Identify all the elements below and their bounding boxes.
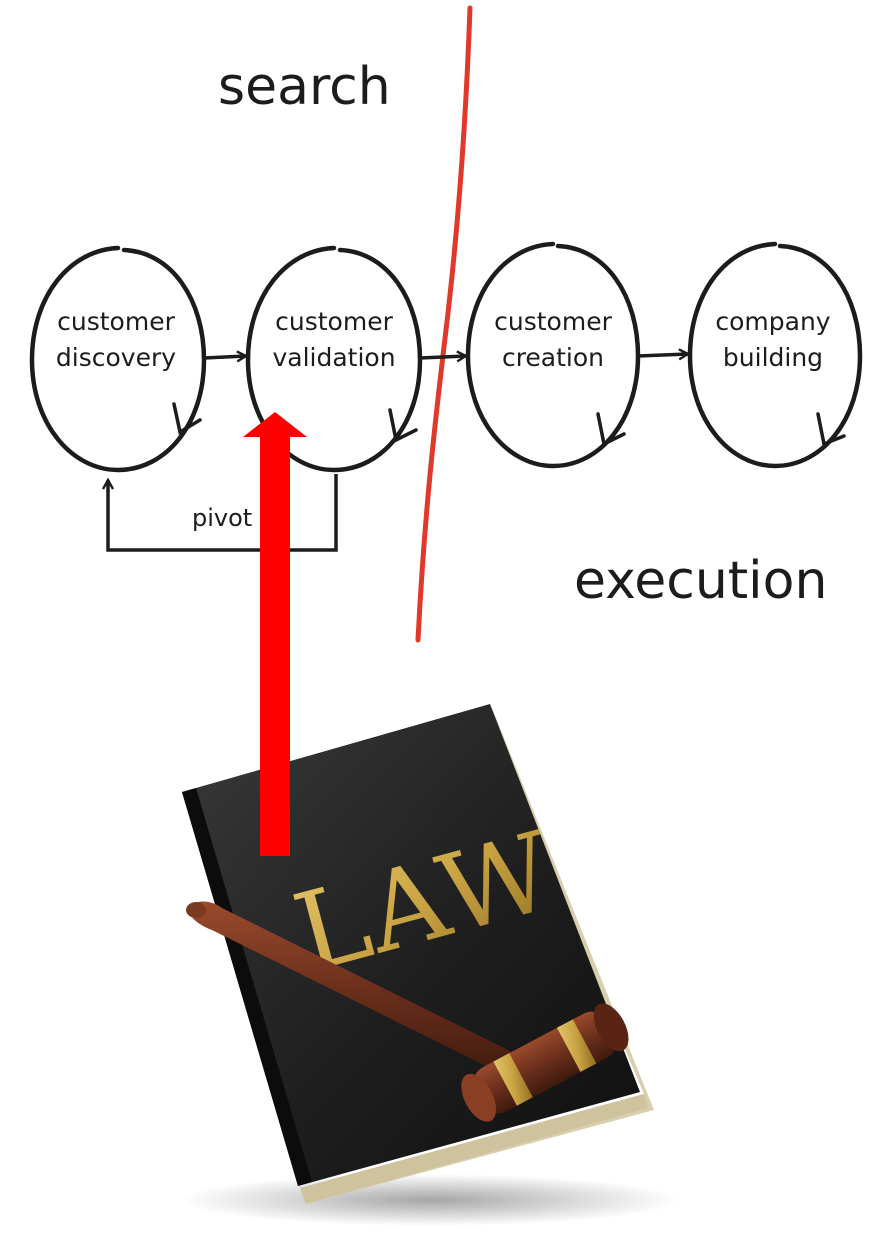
red-arrow-pointer [243,412,307,856]
pivot-label: pivot [192,504,252,532]
pivot-loop-arrow [108,474,338,552]
node-label-customer-creation-line1: customer [494,307,612,336]
phase-label-search: search [218,57,391,117]
loop-arrow-icon [388,408,418,443]
node-label-customer-validation-line1: customer [275,307,393,336]
node-circle-customer-validation [245,245,423,473]
connector-arrow-validation-creation [419,356,466,358]
loop-arrow-icon [596,412,626,447]
node-circle-company-building [687,241,863,469]
node-label-company-building-line2: building [723,343,823,372]
law-book-illustration: LAW [180,704,680,1226]
node-circle-customer-discovery [29,245,207,473]
loop-arrow-icon [172,402,202,435]
loop-arrow-icon [816,412,846,447]
connector-arrow-creation-building [637,354,688,356]
node-circle-customer-creation [465,241,641,469]
node-label-company-building-line1: company [715,307,830,336]
node-label-customer-discovery-line2: discovery [56,343,176,372]
phase-label-execution: execution [574,551,827,611]
gavel-icon [186,901,629,1122]
node-label-customer-validation-line2: validation [272,343,395,372]
node-label-customer-discovery-line1: customer [57,307,175,336]
connector-arrow-discovery-validation [203,356,246,358]
search-execution-divider [415,5,473,643]
node-label-customer-creation-line2: creation [502,343,604,372]
